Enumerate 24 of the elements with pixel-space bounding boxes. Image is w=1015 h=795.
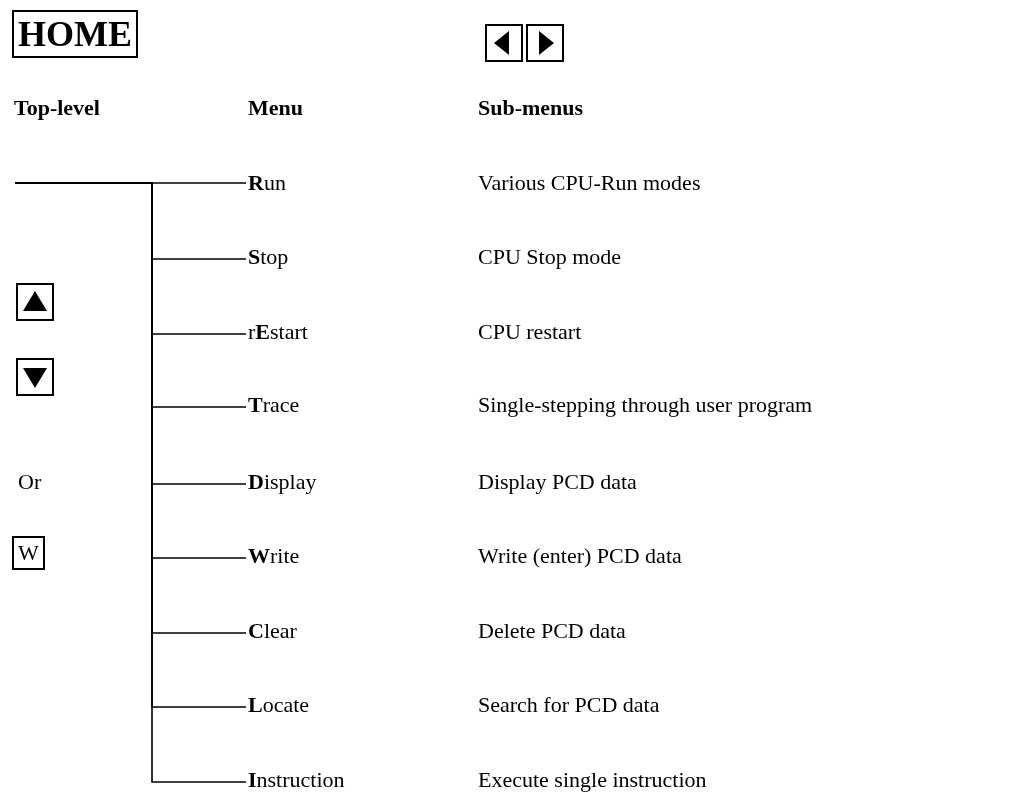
description-text: CPU Stop mode: [478, 243, 622, 271]
description-text: Write (enter) PCD data: [478, 542, 682, 570]
menu-item: Write: [248, 542, 300, 570]
menu-item: Run: [248, 169, 286, 197]
description-text: CPU restart: [478, 318, 582, 346]
menu-item: Display: [248, 468, 317, 496]
description-text: Delete PCD data: [478, 617, 626, 645]
menu-item: Clear: [248, 617, 297, 645]
menu-item: rEstart: [248, 318, 308, 346]
column-heading: Top-level: [14, 94, 100, 122]
menu-item: Stop: [248, 243, 289, 271]
key-box: HOME: [12, 10, 138, 58]
column-heading: Sub-menus: [478, 94, 584, 122]
menu-item: Instruction: [248, 766, 345, 794]
description-text: Various CPU-Run modes: [478, 169, 701, 197]
description-text: Or: [18, 468, 42, 496]
description-text: Single-stepping through user program: [478, 391, 813, 419]
description-text: Display PCD data: [478, 468, 637, 496]
column-heading: Menu: [248, 94, 303, 122]
description-text: Search for PCD data: [478, 691, 660, 719]
menu-item: Trace: [248, 391, 300, 419]
key-box: W: [12, 536, 45, 570]
menu-item: Locate: [248, 691, 310, 719]
description-text: Execute single instruction: [478, 766, 707, 794]
